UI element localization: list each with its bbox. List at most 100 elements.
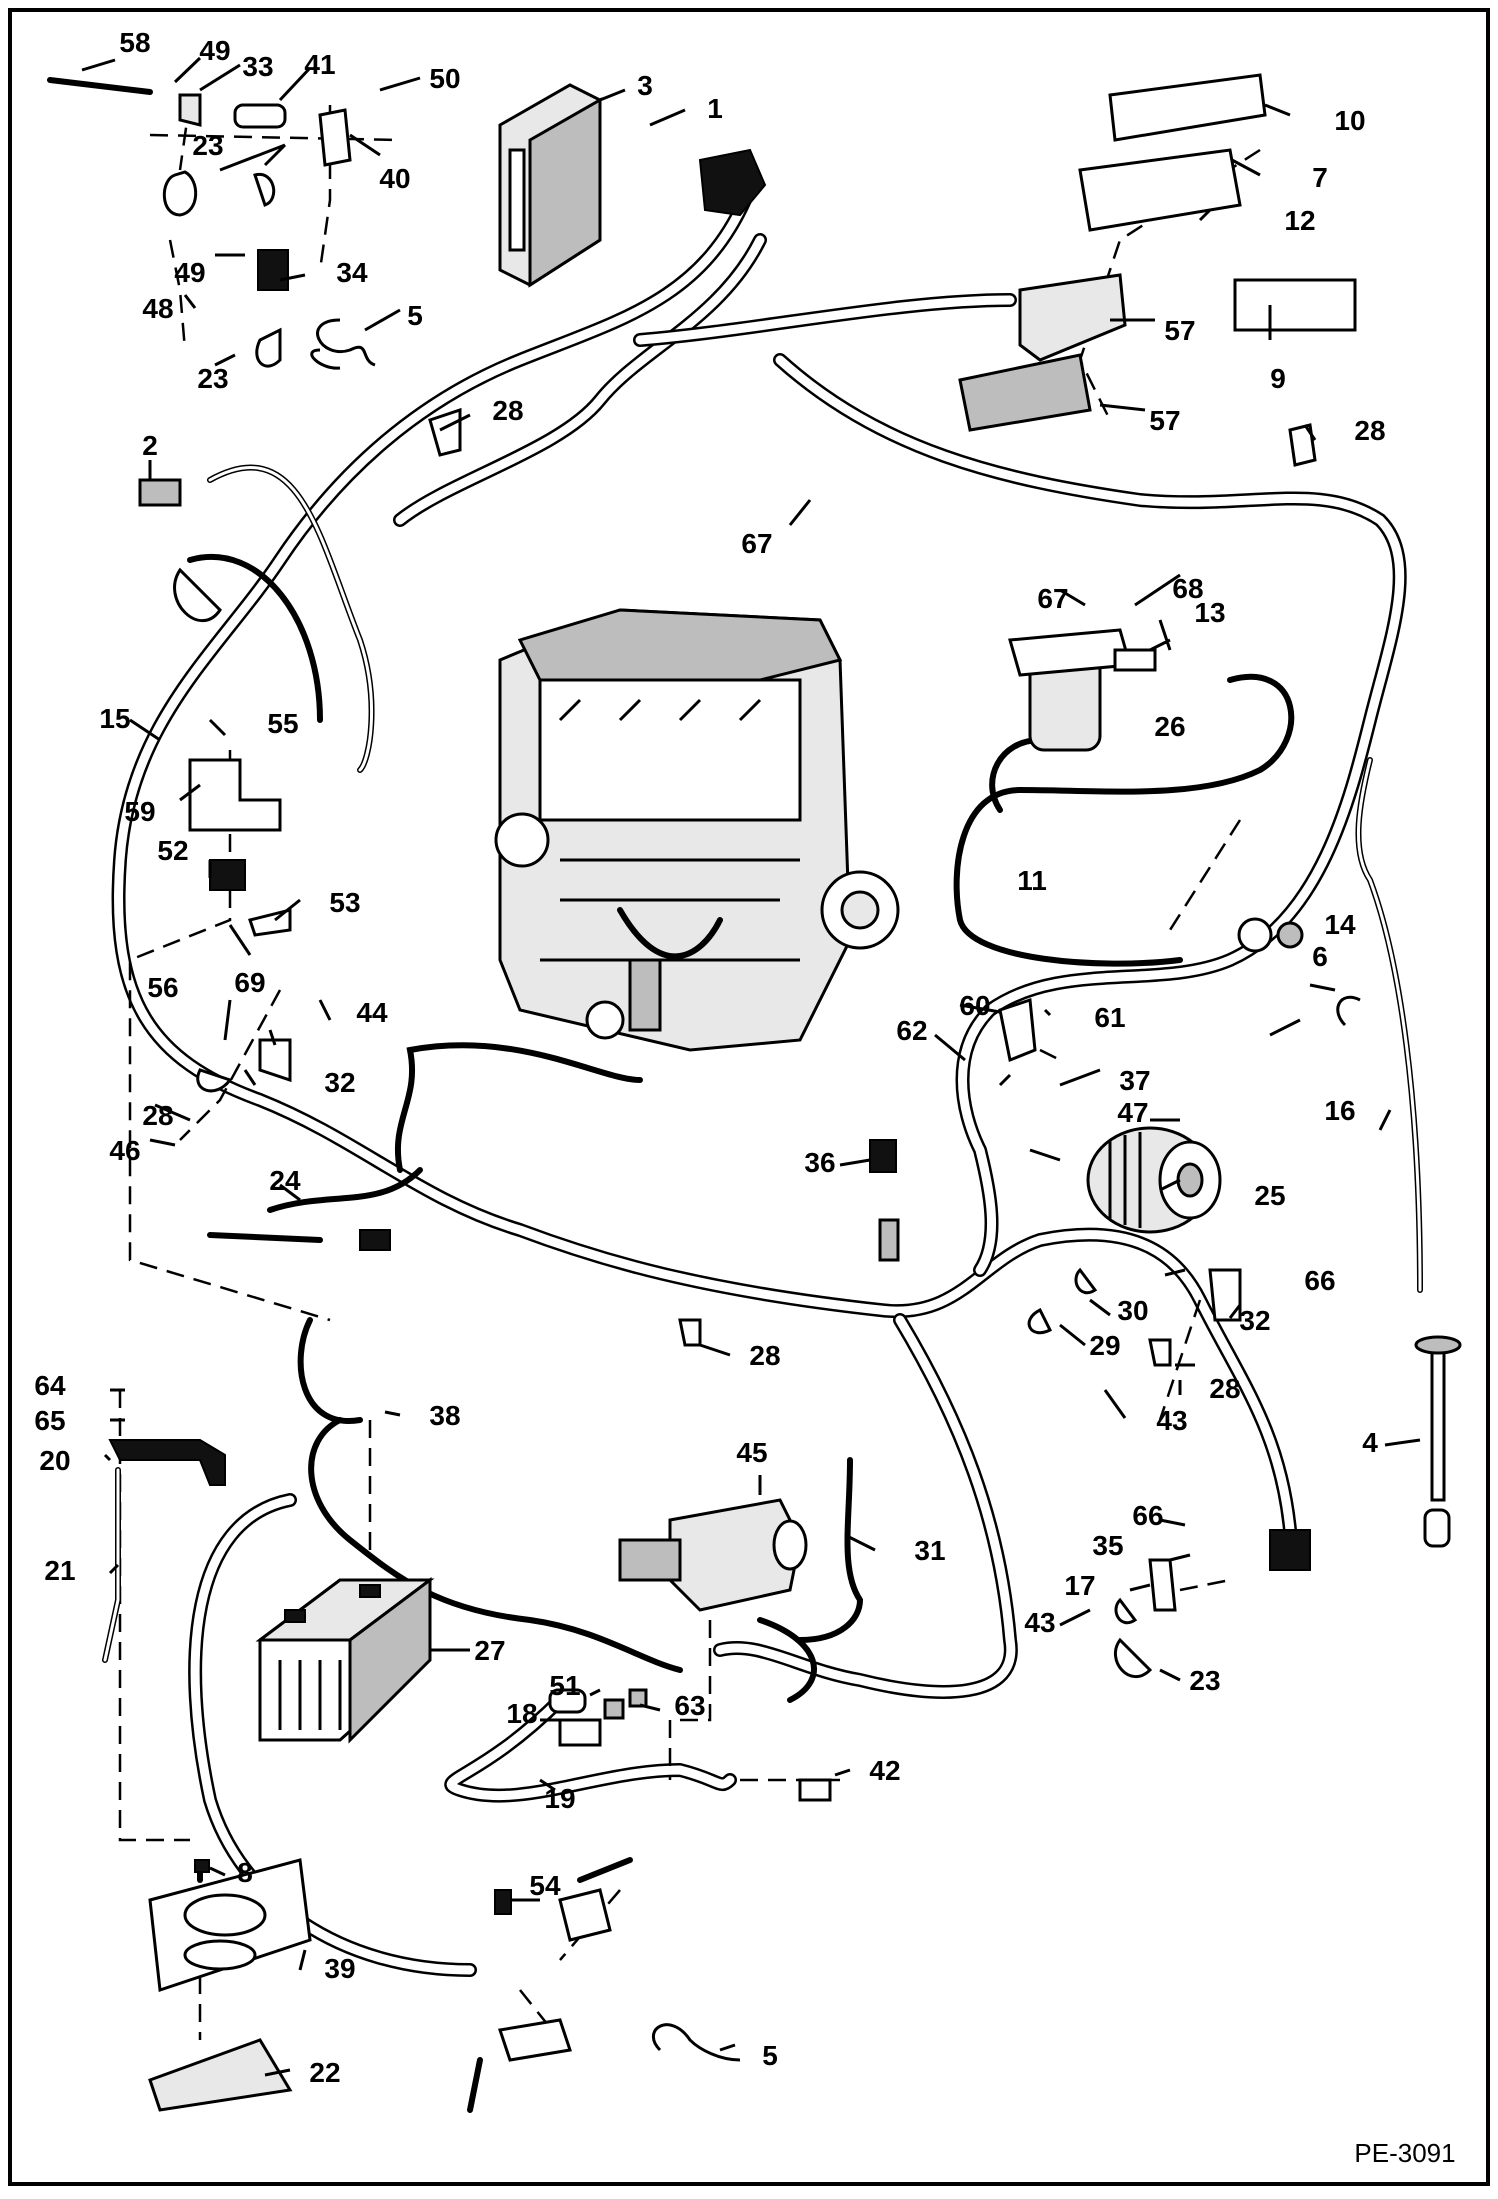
callout-5: 5 — [407, 300, 423, 331]
callout-20: 20 — [39, 1445, 70, 1476]
callout-48: 48 — [142, 293, 173, 324]
callout-32: 32 — [1239, 1305, 1270, 1336]
callout-64: 64 — [34, 1370, 66, 1401]
callout-52: 52 — [157, 835, 188, 866]
battery-hold-down — [102, 1439, 226, 1663]
callout-2: 2 — [142, 430, 158, 461]
battery-tray — [148, 1858, 312, 1993]
callout-19: 19 — [544, 1783, 575, 1814]
callout-23: 23 — [1189, 1665, 1220, 1696]
callout-27: 27 — [474, 1635, 505, 1666]
callout-leaders — [81, 56, 1421, 2077]
callout-58: 58 — [119, 27, 150, 58]
callout-57: 57 — [1149, 405, 1180, 436]
drawing-number: PE-3091 — [1354, 2138, 1455, 2168]
callout-67: 67 — [741, 528, 772, 559]
callout-8: 8 — [237, 1857, 253, 1888]
mounting-plate — [148, 2038, 293, 2112]
callout-17: 17 — [1064, 1570, 1095, 1601]
callout-25: 25 — [1254, 1180, 1285, 1211]
callout-47: 47 — [1117, 1097, 1148, 1128]
callout-28: 28 — [492, 395, 523, 426]
callout-57: 57 — [1164, 315, 1195, 346]
callout-6: 6 — [1312, 941, 1328, 972]
battery-cables — [188, 1493, 737, 1977]
callout-28: 28 — [142, 1100, 173, 1131]
callout-11: 11 — [1017, 865, 1047, 896]
callout-50: 50 — [429, 63, 460, 94]
callout-23: 23 — [192, 130, 223, 161]
controller-module — [498, 83, 767, 288]
callout-53: 53 — [329, 887, 360, 918]
callout-66: 66 — [1304, 1265, 1335, 1296]
callout-12: 12 — [1284, 205, 1315, 236]
callout-42: 42 — [869, 1755, 900, 1786]
callout-44: 44 — [356, 997, 388, 1028]
callout-15: 15 — [99, 703, 130, 734]
callout-38: 38 — [429, 1400, 460, 1431]
callout-46: 46 — [109, 1135, 140, 1166]
callout-21: 21 — [44, 1555, 75, 1586]
callout-63: 63 — [674, 1690, 705, 1721]
callout-45: 45 — [736, 1437, 767, 1468]
callout-49: 49 — [199, 35, 230, 66]
callout-1: 1 — [707, 93, 723, 124]
callout-28: 28 — [1354, 415, 1385, 446]
callout-5: 5 — [762, 2040, 778, 2071]
callout-54: 54 — [529, 1870, 561, 1901]
callout-22: 22 — [309, 2057, 340, 2088]
battery — [255, 1577, 435, 1744]
callout-43: 43 — [1024, 1607, 1055, 1638]
callout-10: 10 — [1334, 105, 1365, 136]
engine-block — [494, 608, 900, 1052]
main-wire-harness — [111, 193, 1407, 1699]
callout-60: 60 — [959, 990, 990, 1021]
callout-30: 30 — [1117, 1295, 1148, 1326]
callout-26: 26 — [1154, 711, 1185, 742]
callout-35: 35 — [1092, 1530, 1123, 1561]
callout-49: 49 — [174, 257, 205, 288]
callout-24: 24 — [269, 1165, 301, 1196]
callout-18: 18 — [506, 1698, 537, 1729]
callout-61: 61 — [1094, 1002, 1125, 1033]
callout-51: 51 — [549, 1670, 580, 1701]
callout-7: 7 — [1312, 162, 1328, 193]
callout-36: 36 — [804, 1147, 835, 1178]
fuse-relay-panel — [958, 73, 1357, 432]
callout-62: 62 — [896, 1015, 927, 1046]
callout-13: 13 — [1194, 597, 1225, 628]
callout-9: 9 — [1270, 363, 1286, 394]
callout-55: 55 — [267, 708, 298, 739]
callout-39: 39 — [324, 1953, 355, 1984]
diagram-border — [8, 8, 1490, 2186]
callout-69: 69 — [234, 967, 265, 998]
callout-34: 34 — [336, 257, 368, 288]
alternator — [1086, 1126, 1222, 1234]
callout-59: 59 — [124, 796, 155, 827]
callout-68: 68 — [1172, 573, 1203, 604]
callout-43: 43 — [1156, 1405, 1187, 1436]
callout-56: 56 — [147, 972, 178, 1003]
callout-40: 40 — [379, 163, 410, 194]
callout-41: 41 — [304, 49, 335, 80]
callout-28: 28 — [1209, 1373, 1240, 1404]
callout-16: 16 — [1324, 1095, 1355, 1126]
callout-29: 29 — [1089, 1330, 1120, 1361]
callout-31: 31 — [914, 1535, 945, 1566]
fuel-level-sender — [1414, 1335, 1462, 1548]
fuel-filter — [1008, 628, 1157, 752]
callout-65: 65 — [34, 1405, 65, 1436]
callout-37: 37 — [1119, 1065, 1150, 1096]
callout-4: 4 — [1362, 1427, 1378, 1458]
callout-3: 3 — [637, 70, 653, 101]
callout-23: 23 — [197, 363, 228, 394]
callout-28: 28 — [749, 1340, 780, 1371]
callout-32: 32 — [324, 1067, 355, 1098]
callout-67: 67 — [1037, 583, 1068, 614]
callout-14: 14 — [1324, 909, 1356, 940]
starter-motor — [618, 1498, 817, 1703]
callout-66: 66 — [1132, 1500, 1163, 1531]
